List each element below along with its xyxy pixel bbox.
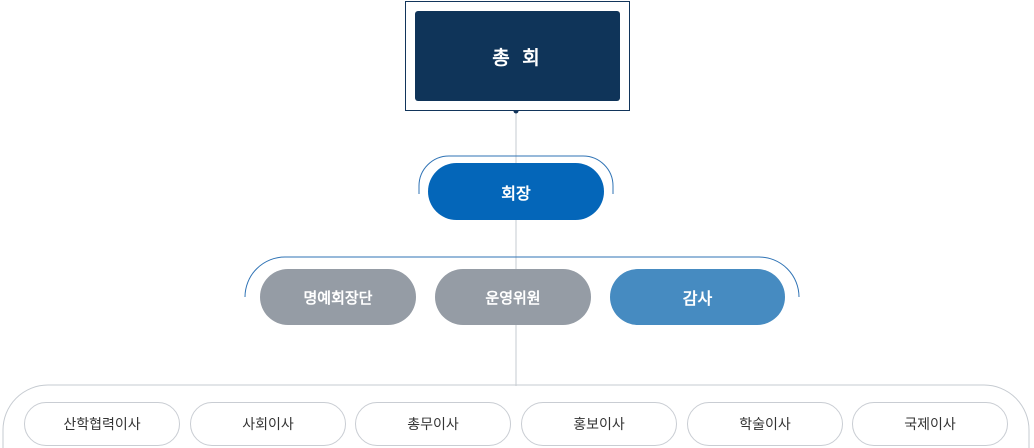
- director-general-affairs: 총무이사: [355, 402, 511, 446]
- director-academic: 학술이사: [687, 402, 843, 446]
- director-public-relations: 홍보이사: [521, 402, 677, 446]
- auditor-box: 감사: [610, 269, 785, 325]
- president-arc: [418, 155, 614, 194]
- president-box: 회장: [428, 163, 604, 220]
- director-international: 국제이사: [852, 402, 1008, 446]
- general-assembly-box: 총 회: [415, 11, 620, 101]
- bottom-arc: [2, 384, 1030, 448]
- steering-committee-box: 운영위원: [435, 269, 591, 325]
- director-industry-cooperation: 산학협력이사: [24, 402, 180, 446]
- honorary-presidents-box: 명예회장단: [260, 269, 416, 325]
- middle-arc: [244, 256, 800, 298]
- director-social: 사회이사: [190, 402, 346, 446]
